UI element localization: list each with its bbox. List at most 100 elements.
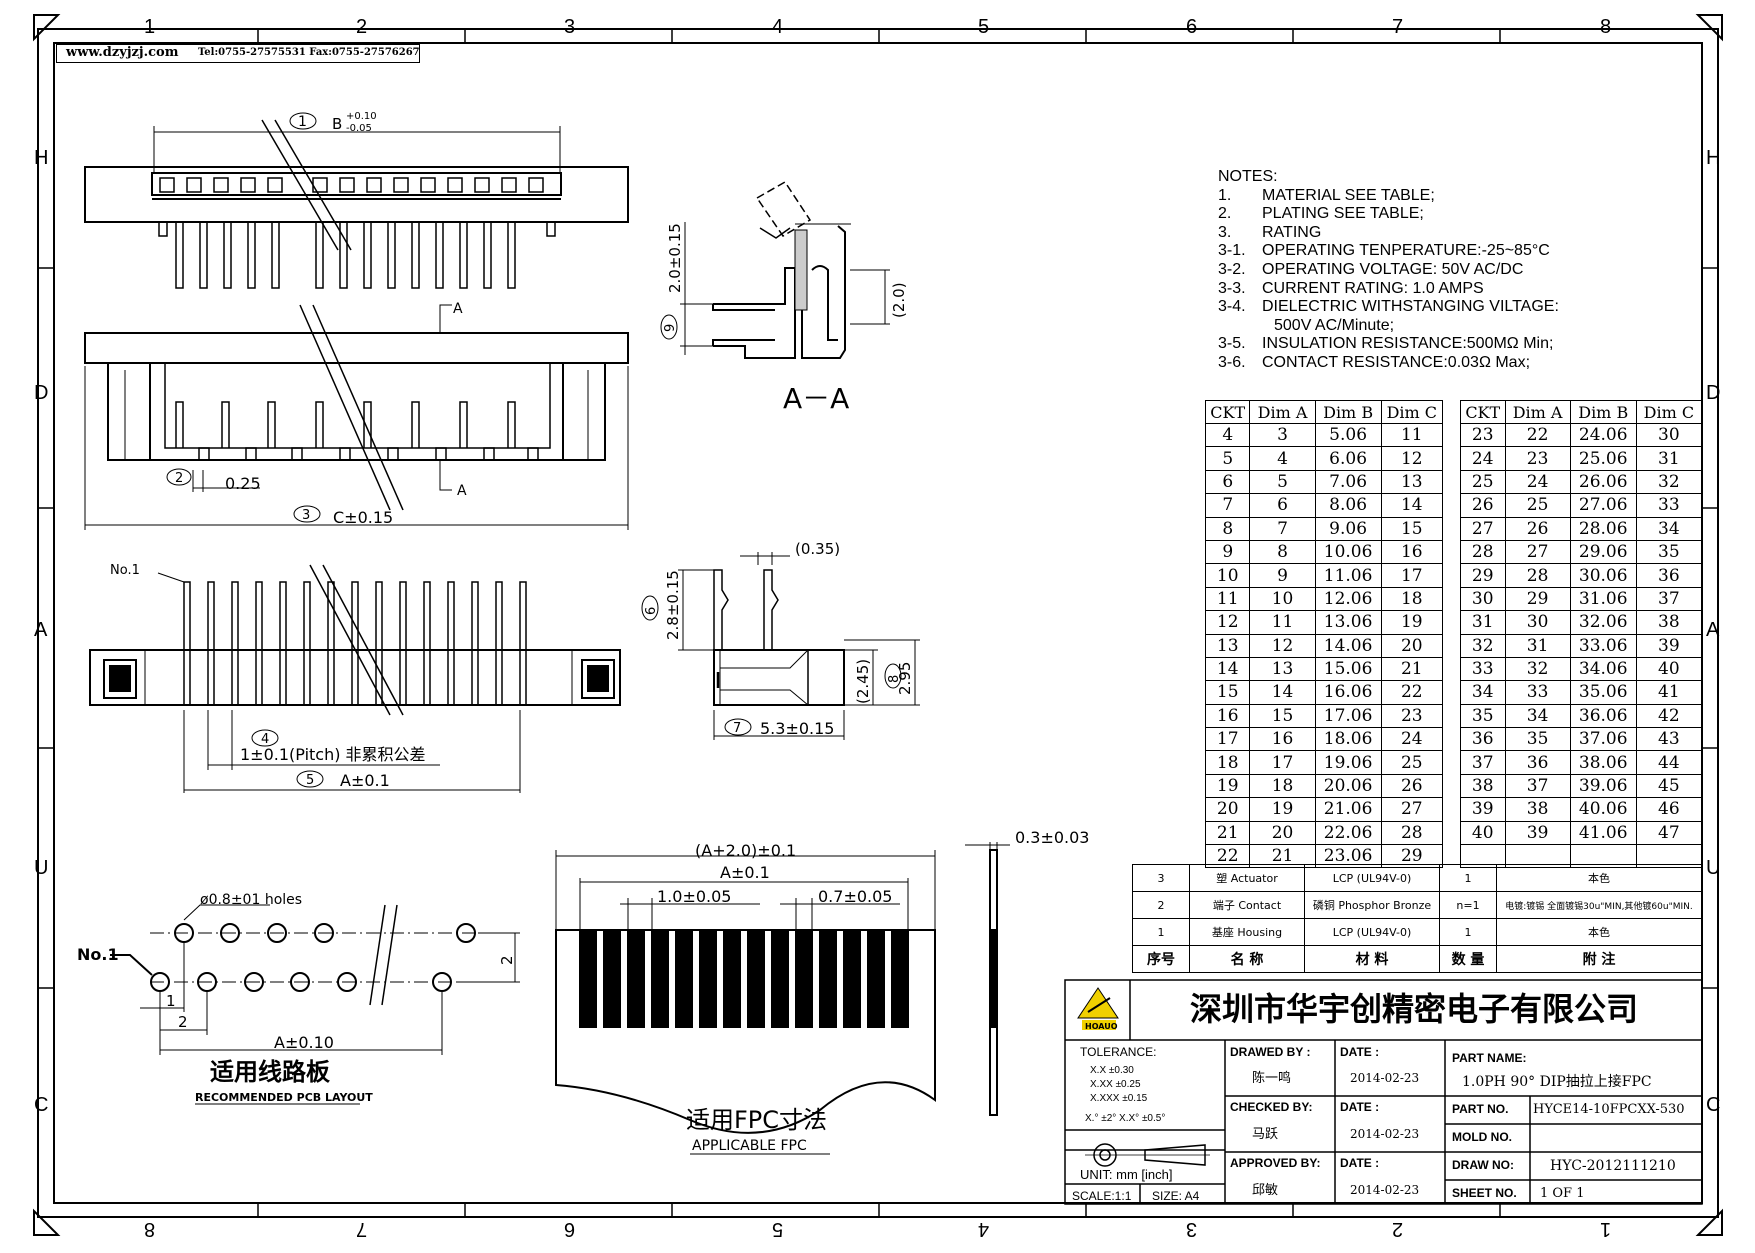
dim-ref-2: (2.0) <box>890 282 908 318</box>
header-box <box>56 44 420 63</box>
fpc-thickness: 0.3±0.03 <box>1015 828 1089 847</box>
dim-table-cell: 40 <box>1635 656 1703 682</box>
fpc-drawing <box>555 842 1010 1134</box>
dim-header-c: Dim C <box>1635 400 1703 424</box>
zone-bottom-4: 4 <box>978 1218 990 1240</box>
dim-table-cell: 18.06 <box>1314 727 1382 752</box>
main-view <box>84 304 629 530</box>
dim-table-cell: 37 <box>1504 773 1571 799</box>
dim-table-cell: 29 <box>1460 563 1506 588</box>
dim-header-a: Dim A <box>1249 400 1316 424</box>
bom-header-note: 附 注 <box>1496 945 1702 973</box>
note-line: 2.PLATING SEE TABLE; <box>1218 205 1424 223</box>
scale-label: SCALE:1:1 <box>1072 1189 1132 1203</box>
zone-right-u: U <box>1706 857 1721 879</box>
dim-table-cell: 9 <box>1249 563 1316 588</box>
checked-by-label: CHECKED BY: <box>1230 1100 1313 1114</box>
dim-table-cell: 13 <box>1249 656 1316 682</box>
dim-table-cell: 12 <box>1249 633 1316 658</box>
mold-no-label: MOLD NO. <box>1452 1130 1512 1144</box>
pcb-dim-side: 2 <box>498 955 516 965</box>
dim-table-cell: 15 <box>1204 680 1251 705</box>
bom-note: 电镀:镀锡 全面镀锡30u"MIN,其他镀60u"MIN. <box>1496 891 1702 919</box>
dim1-text: B <box>332 115 342 133</box>
dim-table-cell: 6 <box>1204 469 1251 495</box>
dim-table-cell: 34 <box>1635 516 1703 541</box>
note-line: 3.RATING <box>1218 223 1322 241</box>
dim-table-cell: 26 <box>1504 516 1571 541</box>
dim-table-cell: 32 <box>1504 656 1571 682</box>
zone-bottom-1: 1 <box>1600 1218 1612 1240</box>
dim-table-cell: 17 <box>1249 750 1316 775</box>
dim-table-cell: 34 <box>1460 680 1506 705</box>
dim1-id: 1 <box>298 114 307 130</box>
dim-table-cell: 14 <box>1380 493 1444 518</box>
zone-top-3: 3 <box>564 16 576 38</box>
dim-table-cell: 5.06 <box>1314 422 1382 448</box>
zone-bottom-2: 2 <box>1392 1218 1404 1240</box>
note-line: 500V AC/Minute; <box>1274 316 1395 334</box>
dim-table-cell: 11 <box>1380 422 1444 448</box>
dim-table-cell: 7 <box>1249 516 1316 541</box>
dim-table-cell: 27.06 <box>1569 493 1637 518</box>
dim-table-cell: 17.06 <box>1314 703 1382 729</box>
zone-top-7: 7 <box>1392 16 1404 38</box>
dim1-tol-minus: -0.05 <box>346 123 372 134</box>
date-label-1: DATE : <box>1340 1045 1380 1059</box>
dim-table-cell: 37.06 <box>1569 727 1637 752</box>
zone-left-h: H <box>34 147 49 169</box>
unit-label: UNIT: mm [inch] <box>1080 1167 1173 1182</box>
zone-bottom-7: 7 <box>356 1218 368 1240</box>
dim8-id: 8 <box>887 675 902 683</box>
notes-title: NOTES: <box>1218 168 1278 185</box>
dim-table-cell: 20 <box>1204 797 1251 822</box>
dim-table-cell: 24 <box>1504 469 1571 495</box>
zone-left-a: A <box>34 619 48 641</box>
zone-top-6: 6 <box>1186 16 1198 38</box>
dim-table-cell: 10.06 <box>1314 539 1382 565</box>
checked-by: 马跃 <box>1252 1127 1279 1142</box>
fpc-dim-a: A±0.1 <box>720 863 770 882</box>
zone-top-1: 1 <box>144 16 156 38</box>
dim-table-cell: 33.06 <box>1569 633 1637 658</box>
company-logo <box>1077 987 1119 1030</box>
dim-table-cell: 43 <box>1635 727 1703 752</box>
dim-table-cell: 39 <box>1504 820 1571 846</box>
bom-row: 2 端子 Contact 磷铜 Phosphor Bronze n=1 电镀:镀… <box>1132 891 1702 919</box>
header-website[interactable]: www.dzyjzj.com <box>66 45 179 60</box>
dim6-text: 2.8±0.15 <box>664 570 682 640</box>
bom-note: 本色 <box>1496 864 1702 892</box>
dim-table-cell: 18 <box>1204 750 1251 775</box>
dim-table-cell: 19 <box>1204 773 1251 799</box>
dim-table-cell: 33 <box>1460 656 1506 682</box>
drawn-by: 陈一鸣 <box>1252 1071 1292 1086</box>
fpc-title-en: APPLICABLE FPC <box>692 1138 807 1154</box>
dim-table-cell: 3 <box>1249 422 1316 448</box>
dim-table-cell: 45 <box>1635 773 1703 799</box>
dim-table-cell: 15 <box>1249 703 1316 729</box>
dim-table-cell: 17 <box>1204 727 1251 752</box>
side-view <box>641 552 920 740</box>
zone-right-a: A <box>1706 619 1720 641</box>
dim-table-cell: 16 <box>1204 703 1251 729</box>
dim-table-cell: 29.06 <box>1569 539 1637 565</box>
dim-table-cell: 13 <box>1380 469 1444 495</box>
date-label-3: DATE : <box>1340 1156 1380 1170</box>
dim-table-cell: 30 <box>1635 422 1703 448</box>
front-view <box>89 564 621 793</box>
zone-top-4: 4 <box>772 16 784 38</box>
title-block-frame <box>1064 979 1703 1205</box>
